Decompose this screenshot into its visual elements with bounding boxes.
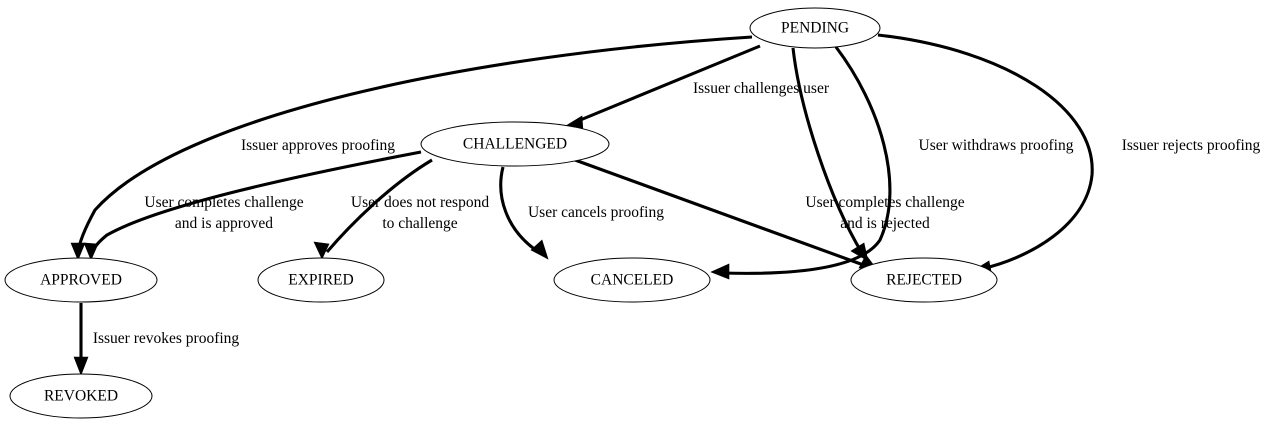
edge-path bbox=[877, 33, 1094, 271]
arrowhead-icon bbox=[83, 242, 99, 261]
node-approved[interactable]: APPROVED bbox=[4, 257, 158, 303]
node-pending[interactable]: PENDING bbox=[749, 7, 881, 49]
edge-label-issuer-approves-proofing: Issuer approves proofing bbox=[241, 137, 395, 154]
node-shape bbox=[420, 121, 610, 167]
node-label: APPROVED bbox=[40, 272, 122, 289]
node-shape bbox=[4, 257, 158, 303]
node-shape bbox=[553, 257, 711, 303]
edge-pending-to-approved bbox=[70, 35, 753, 261]
node-label: PENDING bbox=[781, 20, 849, 37]
edge-label-line-2: and is rejected bbox=[840, 215, 930, 232]
edge-path bbox=[721, 46, 892, 275]
node-layer: PENDING CHALLENGED APPROVED EXPIRED CANC… bbox=[4, 7, 998, 419]
edge-challenged-to-expired bbox=[313, 158, 433, 260]
node-shape bbox=[749, 7, 881, 49]
edge-label-user-withdraws-proofing: User withdraws proofing bbox=[919, 137, 1074, 154]
edge-label-layer: Issuer challenges user Issuer approves p… bbox=[93, 80, 1261, 347]
edge-path bbox=[574, 158, 870, 269]
edge-path bbox=[791, 47, 864, 254]
node-label: REJECTED bbox=[886, 272, 962, 289]
node-revoked[interactable]: REVOKED bbox=[9, 373, 153, 419]
edge-label-line-2: and is approved bbox=[175, 215, 273, 232]
edge-label-issuer-challenges-user: Issuer challenges user bbox=[693, 80, 830, 97]
node-label: CANCELED bbox=[591, 272, 674, 289]
edge-label-user-cancels-proofing: User cancels proofing bbox=[528, 204, 664, 221]
node-label: EXPIRED bbox=[288, 272, 353, 289]
node-rejected[interactable]: REJECTED bbox=[850, 257, 998, 303]
arrowhead-icon bbox=[313, 241, 330, 260]
edge-path bbox=[499, 166, 541, 255]
arrowhead-icon bbox=[70, 242, 86, 261]
edge-pending-to-rejected-reject bbox=[877, 33, 1094, 277]
node-label: CHALLENGED bbox=[463, 136, 567, 153]
edge-label-line-1: User does not respond bbox=[351, 194, 489, 211]
arrowhead-icon bbox=[710, 263, 730, 280]
node-canceled[interactable]: CANCELED bbox=[553, 257, 711, 303]
edge-label-issuer-revokes-proofing: Issuer revokes proofing bbox=[93, 330, 240, 347]
edge-label-line-1: User completes challenge bbox=[805, 194, 964, 211]
edge-label-line-1: User completes challenge bbox=[144, 194, 303, 211]
edge-label-user-does-not-respond: User does not respond to challenge bbox=[351, 194, 489, 232]
edge-pending-to-canceled bbox=[710, 46, 892, 280]
edge-path bbox=[572, 44, 761, 125]
edge-label-user-completes-challenge-approved: User completes challenge and is approved bbox=[144, 194, 303, 232]
edge-label-issuer-rejects-proofing: Issuer rejects proofing bbox=[1122, 137, 1261, 154]
edge-layer bbox=[70, 33, 1094, 376]
edge-pending-to-rejected-withdraw bbox=[791, 47, 869, 262]
node-shape bbox=[850, 257, 998, 303]
node-shape bbox=[257, 257, 385, 303]
edge-label-user-completes-challenge-rejected: User completes challenge and is rejected bbox=[805, 194, 964, 232]
arrowhead-icon bbox=[850, 242, 869, 262]
node-challenged[interactable]: CHALLENGED bbox=[420, 121, 610, 167]
node-shape bbox=[9, 373, 153, 419]
node-label: REVOKED bbox=[44, 388, 118, 405]
edge-challenged-to-approved bbox=[83, 150, 422, 261]
edge-approved-to-revoked bbox=[73, 303, 89, 376]
arrowhead-icon bbox=[73, 356, 89, 376]
edge-challenged-to-canceled bbox=[499, 166, 549, 260]
edge-label-line-2: to challenge bbox=[382, 215, 457, 232]
edge-path bbox=[76, 35, 753, 254]
node-expired[interactable]: EXPIRED bbox=[257, 257, 385, 303]
edge-path bbox=[325, 158, 433, 254]
arrowhead-icon bbox=[530, 239, 549, 260]
